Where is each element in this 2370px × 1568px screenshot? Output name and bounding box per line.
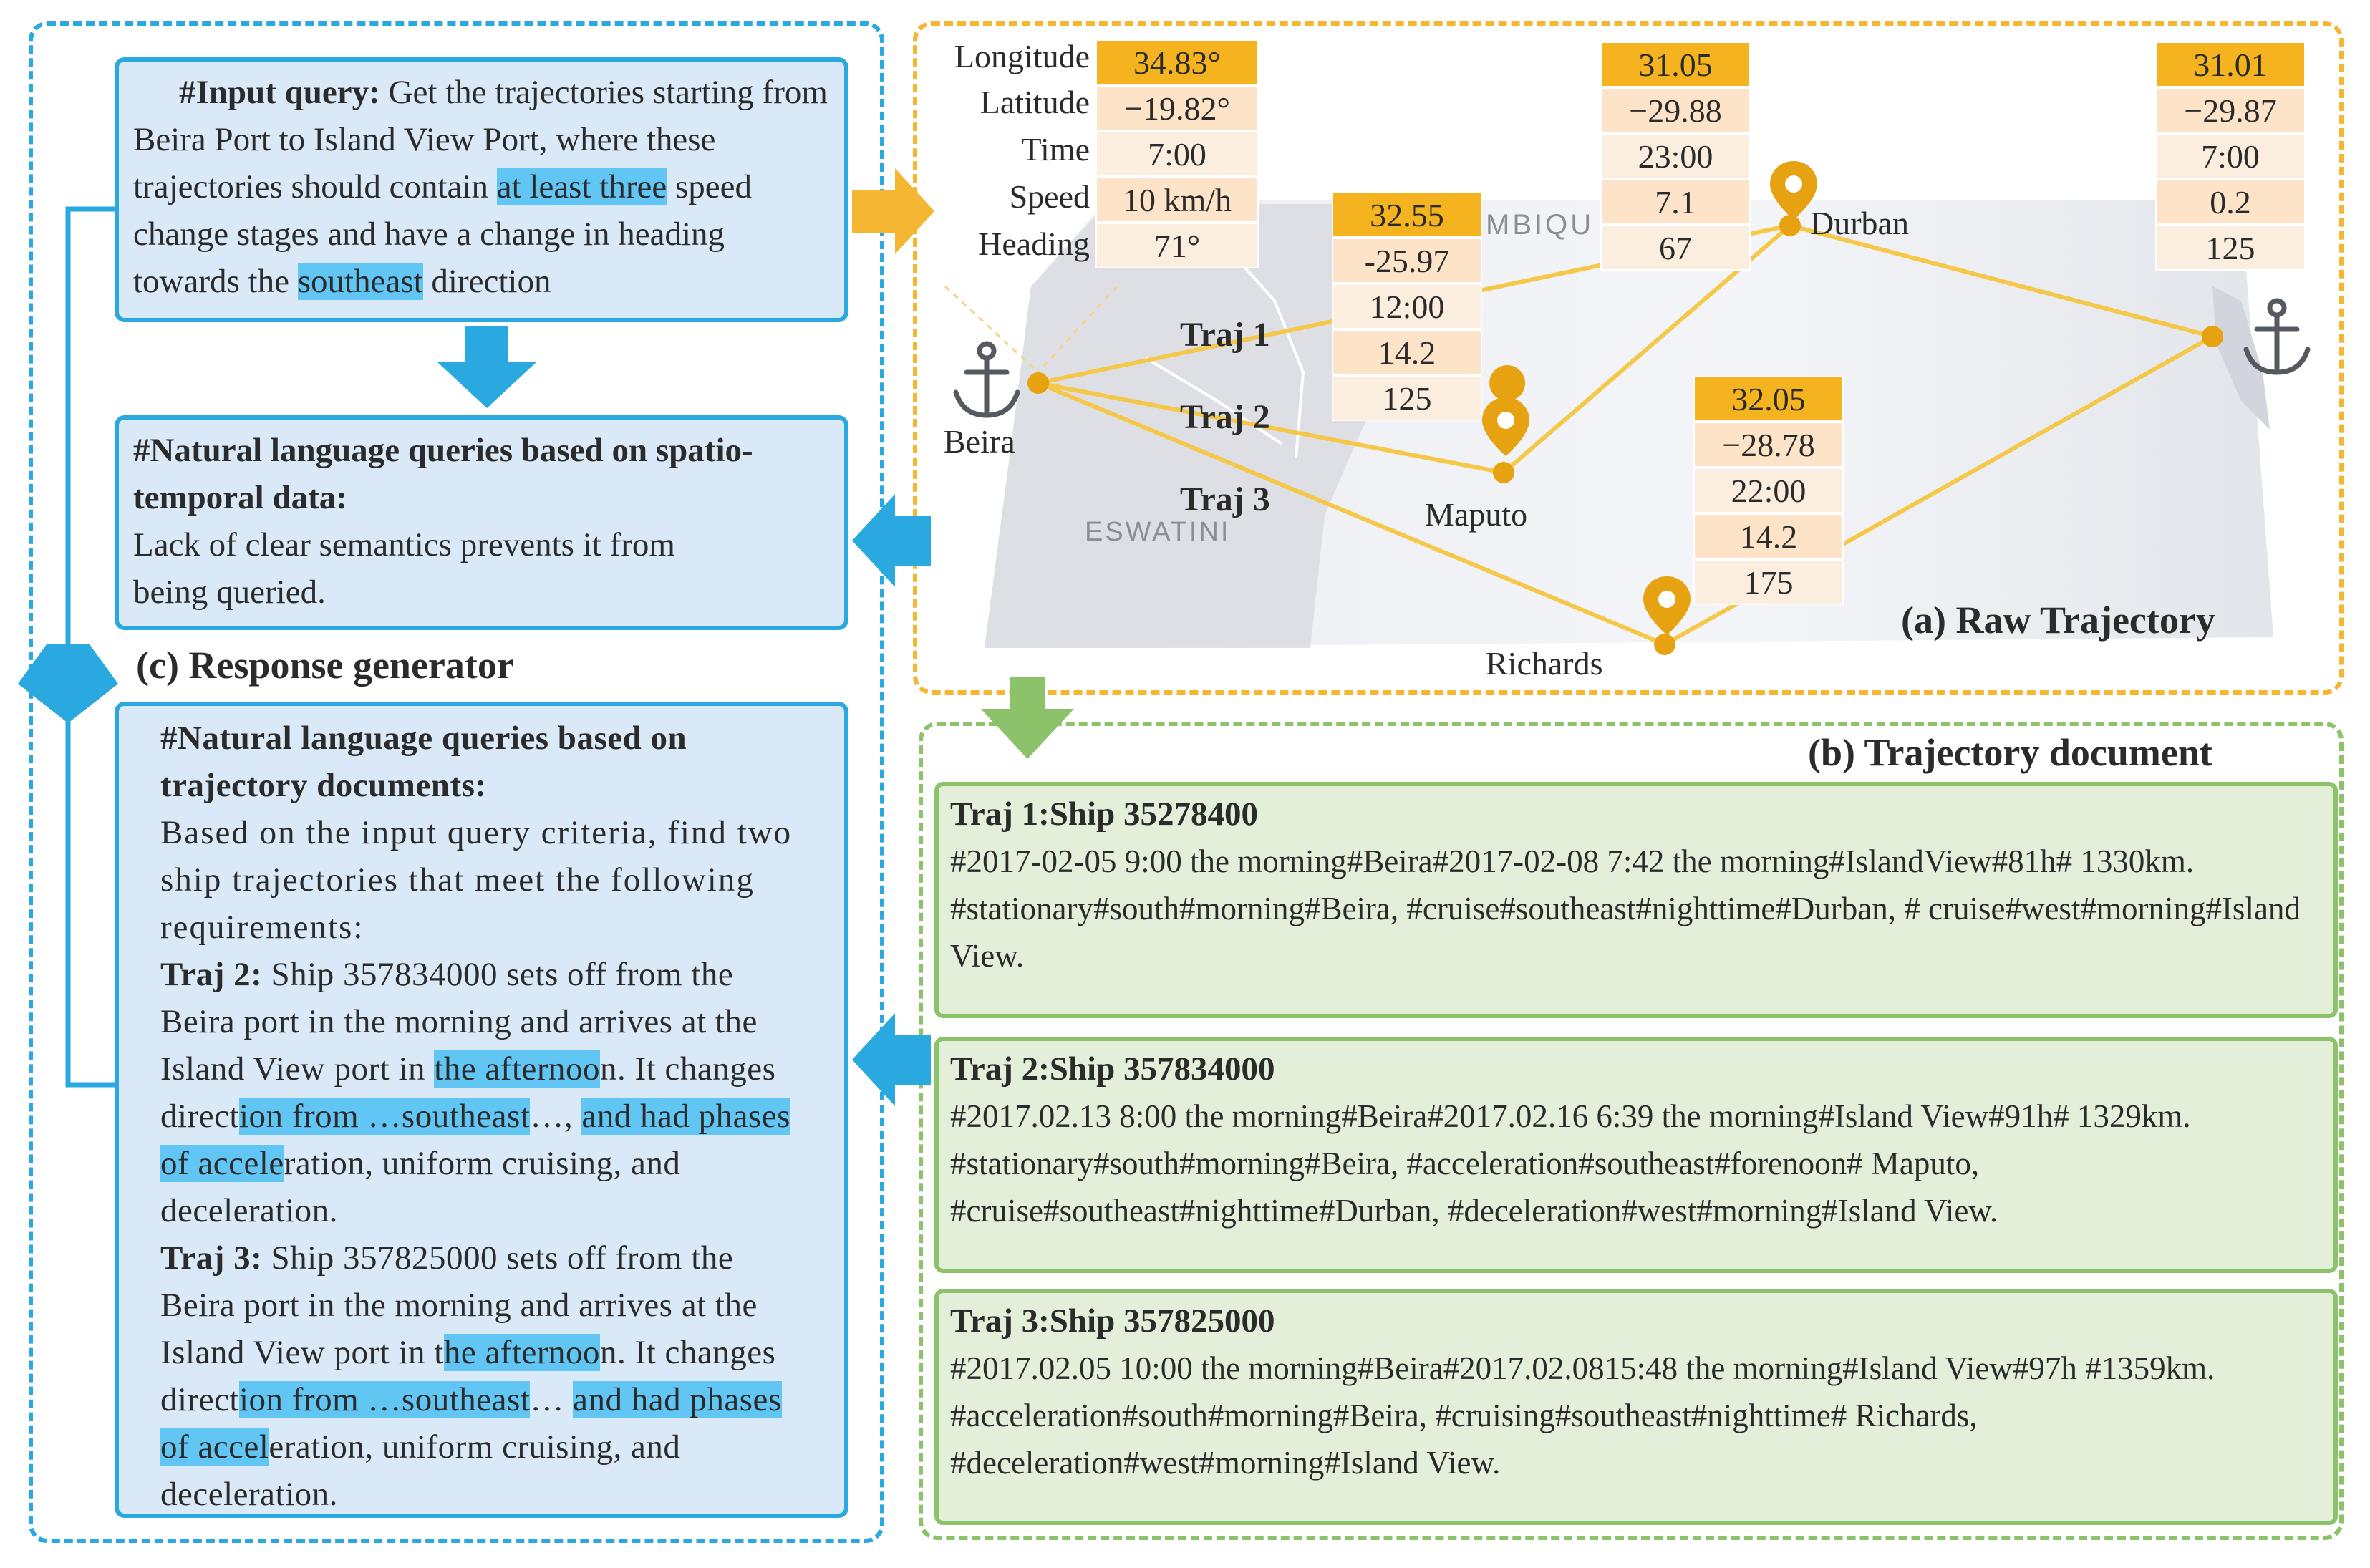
table-cell: 22:00	[1693, 468, 1844, 513]
location-pin-icon	[1489, 365, 1526, 447]
table-cell: 23:00	[1600, 133, 1751, 179]
data-table-beira: 34.83° −19.82° 7:00 10 km/h 71°	[1095, 39, 1259, 268]
anchor-icon-beira	[953, 341, 1020, 418]
table-cell: 125	[1332, 375, 1482, 421]
map-label-traj-3: Traj 3	[1180, 480, 1270, 518]
document-traj-1: Traj 1:Ship 35278400 #2017-02-05 9:00 th…	[934, 782, 2338, 1018]
raw-trajectory-frame	[913, 21, 2344, 695]
table-cell: 175	[1693, 559, 1844, 605]
coast-region	[2212, 286, 2270, 430]
map-label-maputo: Maputo	[1425, 496, 1528, 533]
table-cell: −29.88	[1600, 87, 1751, 133]
arrow-left-icon	[852, 1013, 931, 1106]
raw-trajectory-label: (a) Raw Trajectory	[1901, 599, 2215, 642]
table-cell: 67	[1600, 225, 1751, 271]
trajectory-document-frame	[919, 722, 2344, 1540]
data-table-point-4: 32.05 −28.78 22:00 14.2 175	[1693, 376, 1844, 605]
data-table-island-view: 31.01 −29.87 7:00 0.2 125	[2155, 42, 2306, 271]
waypoint-island-view	[2202, 326, 2223, 347]
table-cell: 32.05	[1693, 376, 1844, 422]
table-cell: −19.82°	[1095, 85, 1259, 131]
waypoint-durban	[1779, 215, 1801, 236]
arrow-right-icon	[852, 168, 934, 254]
table-cell: 31.01	[2155, 42, 2306, 87]
row-label-latitude: Latitude	[980, 84, 1090, 120]
table-cell: 7:00	[1095, 131, 1259, 177]
response-generator-label: (c) Response generator	[136, 644, 514, 687]
response-heading: #Natural language queries based on traje…	[160, 720, 687, 804]
spatio-temporal-heading: #Natural language queries based on spati…	[133, 432, 753, 516]
document-body: #2017.02.13 8:00 the morning#Beira#2017.…	[950, 1098, 2191, 1229]
table-cell: 31.05	[1600, 42, 1751, 87]
table-cell: 125	[2155, 225, 2306, 271]
response-traj-3: Traj 3: Ship 357825000 sets off from the…	[160, 1239, 782, 1513]
table-cell: 14.2	[1693, 513, 1844, 559]
map-label-durban: Durban	[1810, 205, 1909, 241]
data-table-point-2: 32.55 -25.97 12:00 14.2 125	[1332, 192, 1482, 421]
spatio-temporal-box: #Natural language queries based on spati…	[115, 415, 848, 630]
map-label-beira: Beira	[944, 423, 1015, 460]
anchor-icon-island-view	[2243, 298, 2311, 375]
document-title: Traj 3:Ship 357825000	[950, 1302, 1275, 1340]
trajectory-document-label: (b) Trajectory document	[1808, 731, 2212, 774]
input-query-heading: #Input query:	[179, 74, 380, 111]
document-body: #2017.02.05 10:00 the morning#Beira#2017…	[950, 1350, 2215, 1481]
waypoint-maputo	[1493, 462, 1514, 483]
waypoint-beira	[1027, 372, 1049, 394]
row-label-longitude: Longitude	[954, 38, 1090, 74]
map-label-richards: Richards	[1486, 645, 1603, 682]
projection-line	[944, 285, 1040, 374]
table-cell: -25.97	[1332, 238, 1482, 284]
response-box: #Natural language queries based on traje…	[115, 702, 848, 1518]
table-cell: −29.87	[2155, 87, 2306, 133]
map-label-traj-2: Traj 2	[1180, 398, 1270, 436]
input-query-box: #Input query: Get the trajectories start…	[115, 57, 848, 322]
arrow-down-icon	[981, 677, 1074, 759]
table-cell: 12:00	[1332, 284, 1482, 329]
left-panel-frame	[29, 21, 884, 1543]
table-cell: 34.83°	[1095, 39, 1259, 85]
map-label-traj-1: Traj 1	[1180, 316, 1270, 354]
data-table-point-3: 31.05 −29.88 23:00 7.1 67	[1600, 42, 1751, 271]
document-traj-2: Traj 2:Ship 357834000 #2017.02.13 8:00 t…	[934, 1037, 2338, 1273]
waypoint-richards	[1654, 634, 1675, 655]
table-cell: 7:00	[2155, 133, 2306, 179]
response-intro: Based on the input query criteria, find …	[160, 814, 793, 946]
table-cell: 32.55	[1332, 192, 1482, 238]
document-title: Traj 2:Ship 357834000	[950, 1050, 1275, 1088]
row-label-time: Time	[1021, 131, 1090, 168]
border-lines	[1144, 235, 1305, 459]
table-cell: 14.2	[1332, 329, 1482, 375]
table-cell: 0.2	[2155, 179, 2306, 225]
table-cell: −28.78	[1693, 422, 1844, 468]
projection-line	[1037, 285, 1118, 374]
spatio-temporal-text: Lack of clear semantics prevents it from…	[133, 526, 675, 611]
document-body: #2017-02-05 9:00 the morning#Beira#2017-…	[950, 843, 2301, 974]
arrow-down-icon	[437, 326, 537, 408]
arrow-left-icon	[852, 494, 931, 587]
response-traj-2: Traj 2: Ship 357834000 sets off from the…	[160, 956, 790, 1229]
table-cell: 10 km/h	[1095, 177, 1259, 223]
table-cell: 71°	[1095, 223, 1259, 268]
land-region	[985, 204, 1375, 648]
map-label-eswatini: ESWATINI	[1085, 517, 1231, 547]
document-traj-3: Traj 3:Ship 357825000 #2017.02.05 10:00 …	[934, 1289, 2338, 1525]
table-cell: 7.1	[1600, 179, 1751, 225]
loop-connector	[65, 206, 118, 1088]
map-label-mozambique: MBIQU	[1486, 209, 1595, 241]
row-label-heading: Heading	[978, 226, 1090, 262]
row-label-speed: Speed	[1009, 178, 1090, 215]
document-title: Traj 1:Ship 35278400	[950, 795, 1258, 833]
